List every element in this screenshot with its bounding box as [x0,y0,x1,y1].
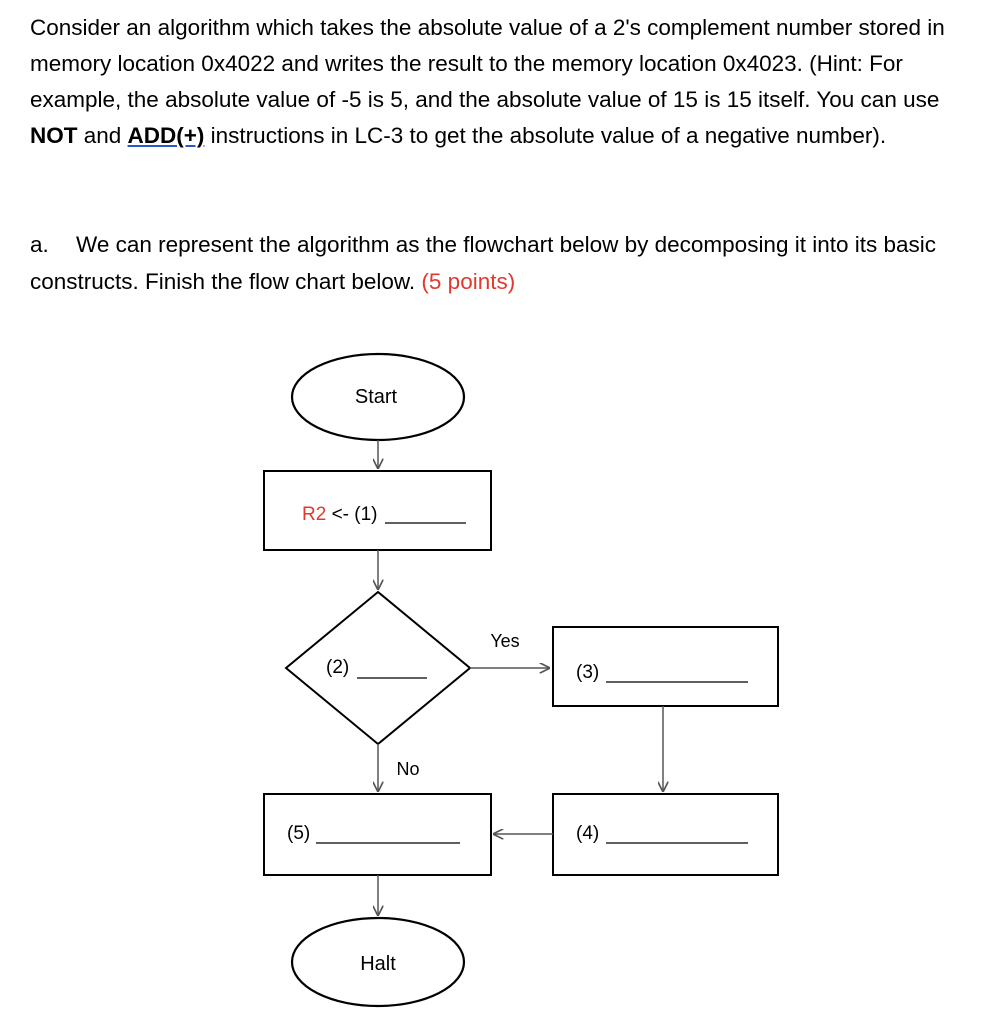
part-a-prompt: a.We can represent the algorithm as the … [30,226,980,300]
decision-blank-label: (2) [326,657,349,678]
add-keyword: ADD(+) [127,123,205,148]
no-label: No [396,759,419,779]
question-text-part2: instructions in LC-3 to get the absolute… [204,123,887,148]
and-word: and [77,123,128,148]
box-3-label: (3) [576,662,599,683]
box-5 [263,793,492,876]
part-a-text: We can represent the algorithm as the fl… [30,232,937,294]
halt-node [290,916,466,1008]
part-a-label: a. [30,232,49,257]
box-5-label: (5) [287,823,310,844]
box-1-register: R2 [302,504,326,525]
start-label: Start [355,386,398,408]
box-4-label: (4) [576,823,599,844]
points-label: (5 points) [421,269,516,294]
box-3 [552,626,779,707]
not-keyword: NOT [30,123,78,148]
question-text: Consider an algorithm which takes the ab… [30,10,980,154]
halt-label: Halt [360,953,396,975]
box-1-blank-label: <- (1) [326,504,377,525]
box-1 [263,470,492,551]
question-text-part1: Consider an algorithm which takes the ab… [30,15,945,112]
box-1-label: R2 <- (1) [302,504,378,525]
decision-node [284,590,472,746]
box-4 [552,793,779,876]
yes-label: Yes [490,631,519,651]
